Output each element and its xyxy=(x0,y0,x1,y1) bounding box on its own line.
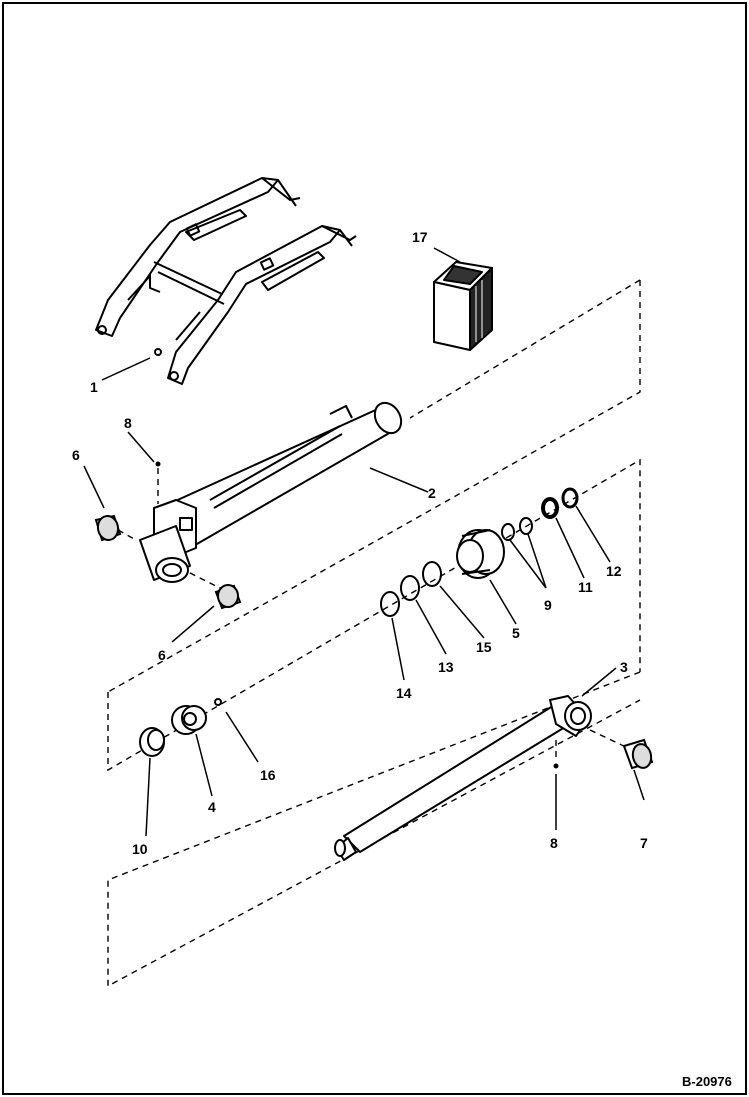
callouts: 1 17 8 6 2 6 12 11 9 5 15 13 14 3 16 4 1… xyxy=(72,229,648,857)
leader-lines xyxy=(83,247,645,837)
gland-nut-10 xyxy=(139,727,165,757)
callout-7: 7 xyxy=(640,835,648,851)
callout-6: 6 xyxy=(72,447,80,463)
grease-fitting xyxy=(155,461,559,769)
bushing-upper xyxy=(94,514,122,542)
callout-10: 10 xyxy=(132,841,148,857)
callout-3: 3 xyxy=(620,659,628,675)
callout-11: 11 xyxy=(578,579,593,595)
callout-8: 8 xyxy=(550,835,558,851)
ring-13 xyxy=(400,575,420,601)
cylinder-barrel xyxy=(139,401,403,583)
callout-9: 9 xyxy=(544,597,552,613)
loader-arm-assembly xyxy=(95,177,357,385)
seal-ring-9a xyxy=(501,523,515,541)
callout-6: 6 xyxy=(158,647,166,663)
callout-14: 14 xyxy=(396,685,412,701)
setscrew-16 xyxy=(214,698,222,706)
callout-4: 4 xyxy=(208,799,216,815)
ring-15 xyxy=(422,561,442,587)
wiper-ring-11 xyxy=(541,497,559,519)
callout-13: 13 xyxy=(438,659,454,675)
ring-14 xyxy=(380,591,400,617)
callout-12: 12 xyxy=(606,563,622,579)
service-kit-box xyxy=(433,261,493,351)
callout-1: 1 xyxy=(90,379,98,395)
callout-15: 15 xyxy=(476,639,492,655)
bushings xyxy=(94,514,654,770)
callout-2: 2 xyxy=(428,485,436,501)
piston-rings xyxy=(380,561,442,617)
bushing-rod xyxy=(622,738,654,770)
piston xyxy=(456,529,505,579)
gland-4 xyxy=(171,705,207,735)
cylinder-rod xyxy=(334,695,592,861)
retaining-ring-12 xyxy=(561,487,579,509)
callout-17: 17 xyxy=(412,229,428,245)
piston-and-seals xyxy=(456,487,579,579)
callout-16: 16 xyxy=(260,767,276,783)
callout-8: 8 xyxy=(124,415,132,431)
figure-id: B-20976 xyxy=(682,1074,732,1089)
bushing-lower xyxy=(214,584,242,610)
gland-parts xyxy=(139,698,222,757)
seal-ring-9b xyxy=(519,517,533,535)
callout-5: 5 xyxy=(512,625,520,641)
